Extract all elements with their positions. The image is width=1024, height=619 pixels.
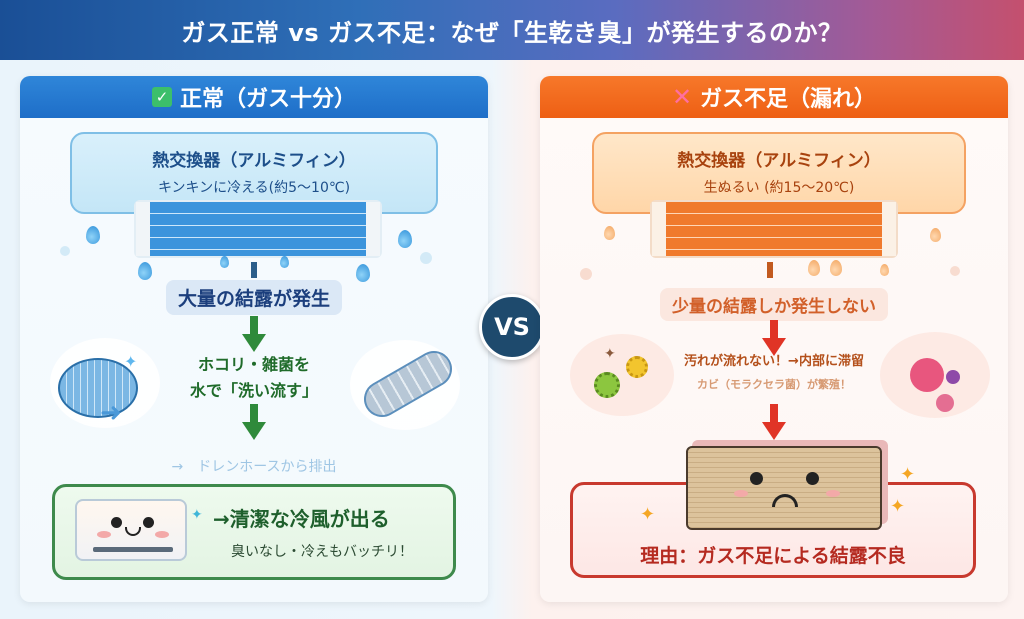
water-drop-icon <box>398 230 412 248</box>
normal-panel-title: 正常（ガス十分） <box>179 87 356 112</box>
arrow-right-icon: ➜ <box>100 398 122 428</box>
arrow-down-icon <box>242 404 266 442</box>
vs-badge: VS <box>479 294 545 360</box>
mold-icon <box>946 370 960 384</box>
water-drop-icon <box>86 226 100 244</box>
wash-description: ホコリ・雑菌を 水で「洗い流す」 <box>20 352 488 404</box>
drain-pipe-icon <box>767 262 773 278</box>
happy-aircon-icon <box>75 499 187 561</box>
low-gas-panel-title: ガス不足（漏れ） <box>700 87 877 112</box>
water-drop-icon <box>220 256 229 268</box>
germs-cloud <box>570 334 674 416</box>
germ-icon <box>626 356 648 378</box>
bubble-decoration <box>60 246 70 256</box>
arrow-down-icon <box>762 320 786 358</box>
normal-gas-panel: ✓ 正常（ガス十分） 熱交換器（アルミフィン） キンキンに冷える(約5〜10℃)… <box>20 76 488 602</box>
clean-air-result-box: ✦ →清潔な冷風が出る 臭いなし・冷えもバッチリ！ <box>52 484 456 580</box>
sparkle-icon: ✦ <box>191 507 203 523</box>
filter-icon <box>58 358 138 418</box>
sparkle-icon: ✦ <box>604 346 616 362</box>
condensation-label: 大量の結露が発生 <box>165 280 343 315</box>
normal-panel-header: ✓ 正常（ガス十分） <box>20 76 488 118</box>
water-drop-icon <box>604 226 615 240</box>
bubble-decoration <box>580 268 592 280</box>
arrow-down-icon <box>762 404 786 442</box>
water-drop-icon <box>880 264 889 276</box>
water-drop-icon <box>280 256 289 268</box>
water-drop-icon <box>138 262 152 280</box>
page-title: ガス正常 vs ガス不足：なぜ「生乾き臭」が発生するのか？ <box>181 18 843 47</box>
water-drop-icon <box>356 264 370 282</box>
heat-exchanger-temp: 生ぬるい (約15〜20℃) <box>703 180 855 196</box>
water-drop-icon <box>830 260 842 276</box>
sparkle-icon: ✦ <box>890 496 906 517</box>
sparkle-icon: ✦ <box>900 464 916 485</box>
clean-air-title: →清潔な冷風が出る <box>213 507 390 531</box>
check-icon: ✓ <box>151 87 172 107</box>
dirt-stagnation-text: 汚れが流れない！→内部に滞留 <box>684 354 864 369</box>
drain-pipe-icon <box>251 262 257 278</box>
cross-icon: ✕ <box>671 83 693 111</box>
heat-exchanger-title: 熱交換器（アルミフィン） <box>152 151 356 171</box>
cold-fin-icon <box>134 200 382 258</box>
mold-icon <box>936 394 954 412</box>
water-drop-icon <box>930 228 941 242</box>
clean-air-sub: 臭いなし・冷えもバッチリ！ <box>231 544 413 560</box>
sparkle-icon: ✦ <box>124 352 138 371</box>
wash-line-1: ホコリ・雑菌を <box>197 355 310 374</box>
bubble-decoration <box>950 266 960 276</box>
wash-line-2: 水で「洗い流す」 <box>189 381 318 400</box>
water-drop-icon <box>808 260 820 276</box>
condensation-label: 少量の結露しか発生しない <box>660 288 888 321</box>
mold-growth-text: カビ（モラクセラ菌）が繁殖！ <box>697 378 851 391</box>
arrow-down-icon <box>242 316 266 354</box>
germ-icon <box>594 372 620 398</box>
mold-icon <box>910 358 944 392</box>
cause-title: 理由：ガス不足による結露不良 <box>640 545 906 567</box>
sparkle-icon: ✦ <box>640 504 656 525</box>
low-gas-panel-header: ✕ ガス不足（漏れ） <box>540 76 1008 118</box>
low-gas-panel: ✕ ガス不足（漏れ） 熱交換器（アルミフィン） 生ぬるい (約15〜20℃) 少… <box>540 76 1008 602</box>
bubble-decoration <box>420 252 432 264</box>
heat-exchanger-temp: キンキンに冷える(約5〜10℃) <box>157 180 351 196</box>
title-banner: ガス正常 vs ガス不足：なぜ「生乾き臭」が発生するのか？ <box>0 0 1024 60</box>
sad-aircon-icon <box>686 446 882 530</box>
drain-hose-label: → ドレンホースから排出 <box>171 459 337 475</box>
heat-exchanger-title: 熱交換器（アルミフィン） <box>677 151 881 171</box>
warm-fin-icon <box>650 200 898 258</box>
